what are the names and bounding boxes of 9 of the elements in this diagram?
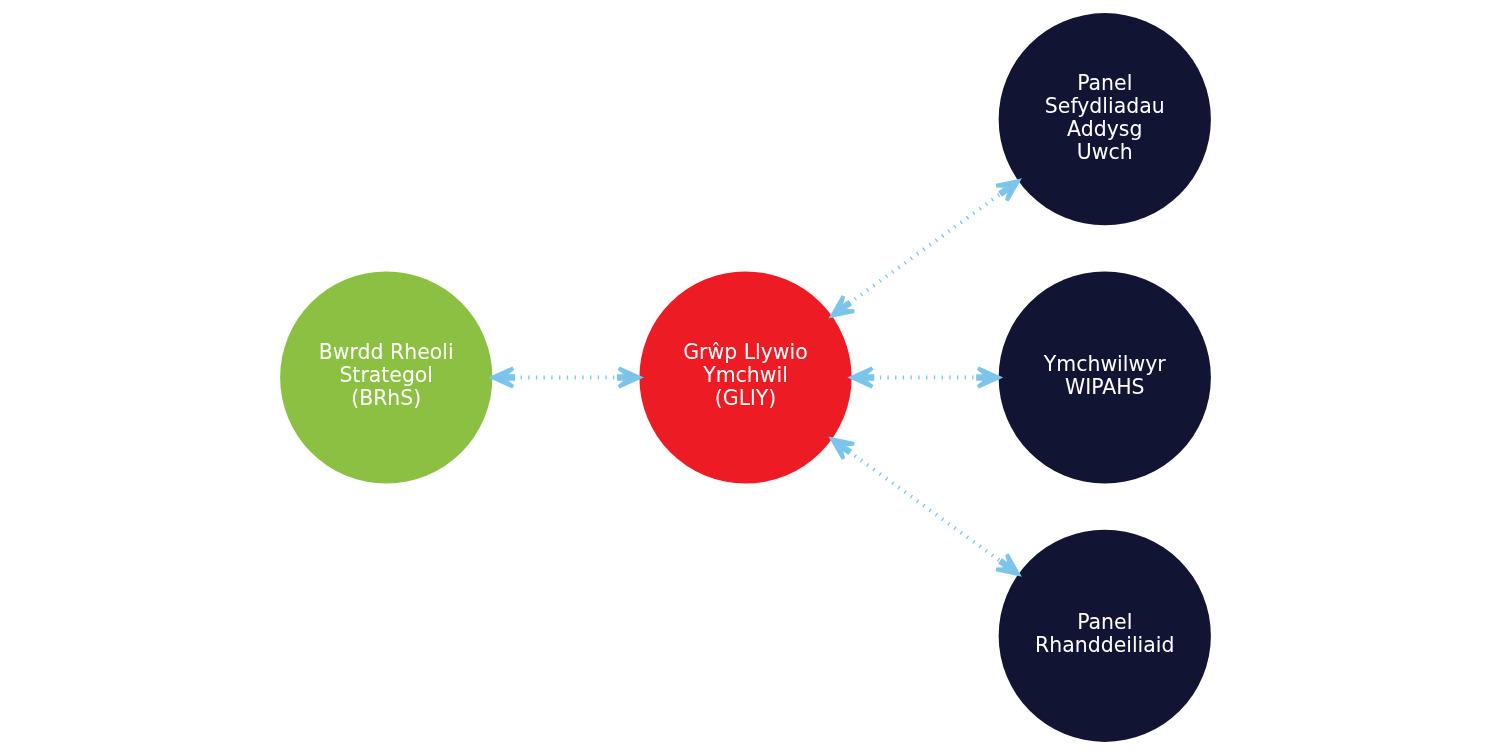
node-circle: Ymchwilwyr WIPAHS [998,271,1211,484]
arrow [849,366,1000,389]
node-circle: Grŵp Llywio Ymchwil (GLlY) [638,271,852,484]
node-circle: Panel Rhanddeiliaid [998,529,1211,742]
arrow [490,366,641,389]
arrow [829,179,1020,318]
node-circle: Panel Sefydliadau Addysg Uwch [998,13,1211,226]
node-circle: Bwrdd Rheoli Strategol (BRhS) [279,271,492,484]
arrow [829,437,1020,576]
